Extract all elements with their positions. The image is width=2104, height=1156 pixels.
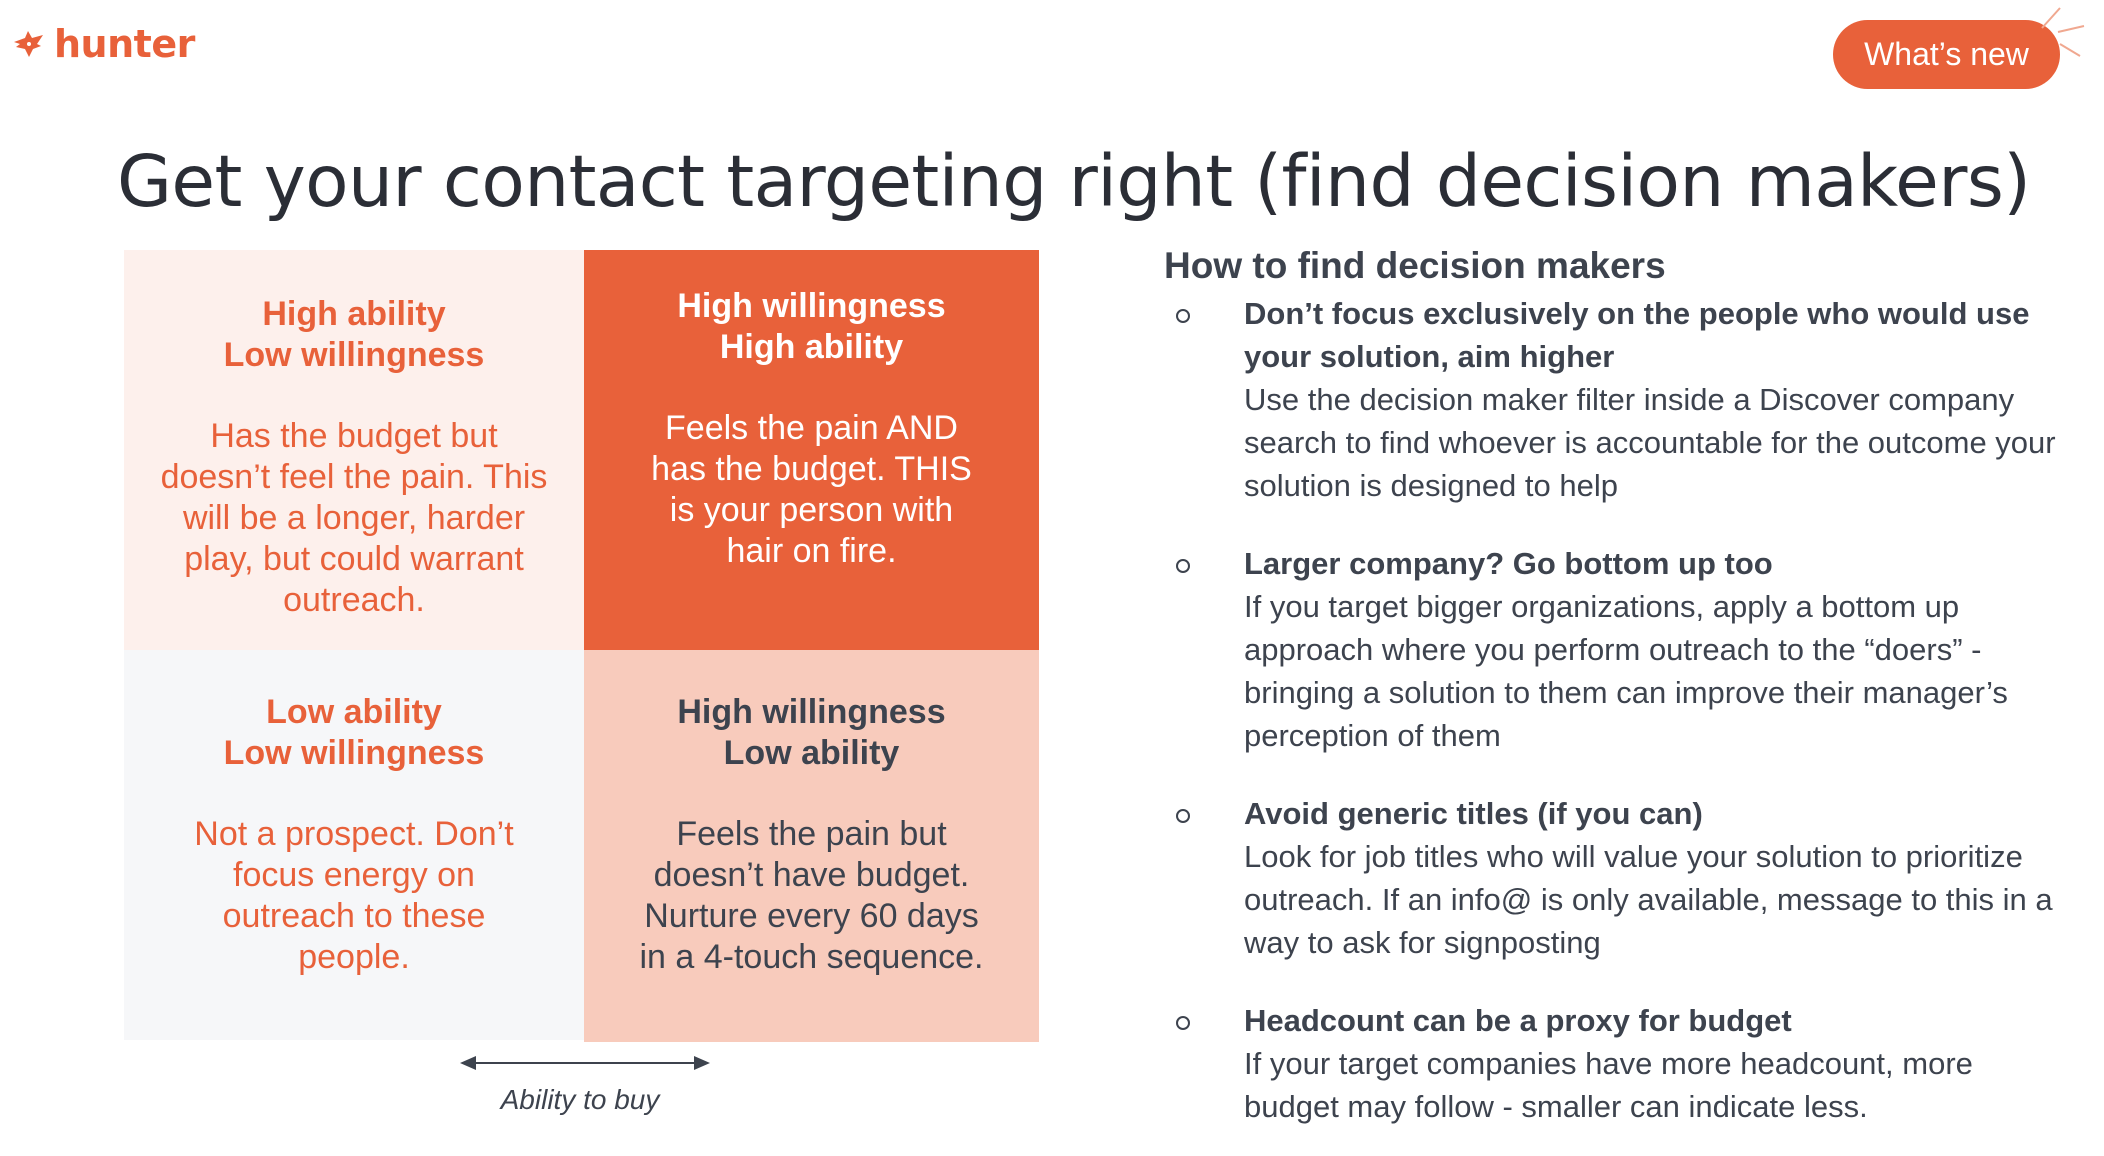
list-item: Headcount can be a proxy for budget If y… xyxy=(1164,999,2064,1128)
quadrant-heading: High willingness High ability xyxy=(677,287,946,366)
quadrant-high-willingness-high-ability: High willingness High ability Feels the … xyxy=(584,250,1039,650)
double-arrow-icon xyxy=(460,1056,710,1070)
decision-makers-guide: How to find decision makers Don’t focus … xyxy=(1164,244,2064,1128)
quadrant-body: Feels the pain but doesn’t have budget. … xyxy=(639,815,984,976)
quadrant-body: Has the budget but doesn’t feel the pain… xyxy=(160,417,548,619)
quadrant-low-ability-low-willingness: Low ability Low willingness Not a prospe… xyxy=(124,650,584,1040)
bullet-icon xyxy=(1176,309,1190,323)
quadrant-heading: High ability Low willingness xyxy=(223,295,485,374)
bullet-icon xyxy=(1176,1016,1190,1030)
tips-list: Don’t focus exclusively on the people wh… xyxy=(1164,292,2064,1128)
list-item: Larger company? Go bottom up too If you … xyxy=(1164,542,2064,757)
tip-body: If your target companies have more headc… xyxy=(1244,1046,1973,1124)
quadrant-body: Feels the pain AND has the budget. THIS … xyxy=(651,409,972,570)
tip-title: Don’t focus exclusively on the people wh… xyxy=(1244,296,2030,374)
bullet-icon xyxy=(1176,559,1190,573)
logo-wordmark: hunter xyxy=(54,22,195,66)
tip-body: Look for job titles who will value your … xyxy=(1244,839,2053,960)
axis-label: Ability to buy xyxy=(500,1084,660,1115)
fox-head-icon xyxy=(12,29,46,59)
bullet-icon xyxy=(1176,809,1190,823)
quadrant-high-ability-low-willingness: High ability Low willingness Has the bud… xyxy=(124,250,584,650)
quadrant-heading: Low ability Low willingness xyxy=(223,693,485,772)
tip-body: Use the decision maker filter inside a D… xyxy=(1244,382,2056,503)
quadrant-heading: High willingness Low ability xyxy=(677,693,946,772)
quadrant-high-willingness-low-ability: High willingness Low ability Feels the p… xyxy=(584,650,1039,1042)
quadrant-body: Not a prospect. Don’t focus energy on ou… xyxy=(194,815,514,976)
tip-body: If you target bigger organizations, appl… xyxy=(1244,589,2008,753)
list-item: Avoid generic titles (if you can) Look f… xyxy=(1164,792,2064,964)
list-item: Don’t focus exclusively on the people wh… xyxy=(1164,292,2064,507)
hunter-logo[interactable]: hunter xyxy=(12,22,195,66)
guide-heading: How to find decision makers xyxy=(1164,245,1666,286)
tip-title: Larger company? Go bottom up too xyxy=(1244,546,1773,581)
whats-new-button[interactable]: What’s new xyxy=(1833,20,2060,89)
sparkle-icon xyxy=(2041,7,2085,57)
page-title: Get your contact targeting right (find d… xyxy=(117,140,2031,223)
tip-title: Avoid generic titles (if you can) xyxy=(1244,796,1703,831)
tip-title: Headcount can be a proxy for budget xyxy=(1244,1003,1792,1038)
